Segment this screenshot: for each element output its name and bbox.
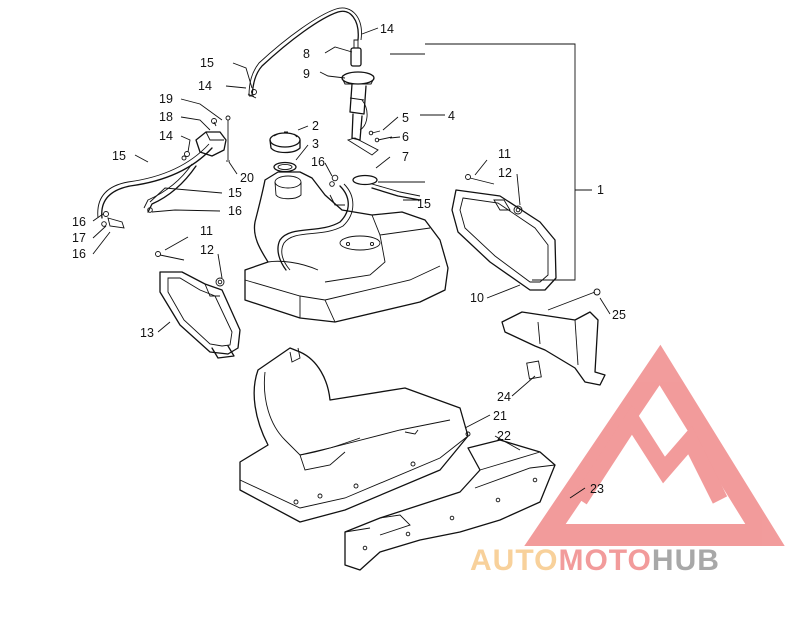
watermark-text: AUTOMOTOHUB (470, 544, 720, 577)
callout-2: 2 (312, 119, 319, 133)
callout-21: 21 (493, 409, 507, 423)
watermark-hub: HUB (652, 544, 720, 577)
cap-gasket (273, 161, 297, 173)
callout-23: 23 (590, 482, 604, 496)
callout-16-middle: 16 (228, 204, 242, 218)
callout-12-right: 12 (498, 166, 512, 180)
mount-bracket (501, 288, 606, 386)
callout-17: 17 (72, 231, 86, 245)
callout-12-left: 12 (200, 243, 214, 257)
callout-15-left: 15 (112, 149, 126, 163)
callout-11-left: 11 (200, 224, 213, 238)
callout-15-right: 15 (417, 197, 431, 211)
callout-13: 13 (140, 326, 154, 340)
callout-15-top: 15 (200, 56, 214, 70)
callout-19: 19 (159, 92, 173, 106)
screws (368, 130, 393, 143)
callout-14-upper-left: 14 (198, 79, 212, 93)
vent-valve (181, 115, 231, 162)
watermark-moto: MOTO (558, 544, 651, 577)
watermark-logo-icon (524, 344, 785, 546)
fuel-tank (244, 171, 449, 323)
callout-1: 1 (597, 183, 604, 197)
callout-22: 22 (497, 429, 511, 443)
fuel-pump-assembly (341, 39, 379, 156)
callout-11-right: 11 (498, 147, 511, 161)
callout-16-far-left-top: 16 (72, 215, 86, 229)
gasket-o-ring (352, 174, 378, 186)
callout-15-middle: 15 (228, 186, 242, 200)
filler-cap (269, 131, 301, 154)
callout-8: 8 (303, 47, 310, 61)
callout-16-far-left-bottom: 16 (72, 247, 86, 261)
callout-20: 20 (240, 171, 254, 185)
callout-14-left: 14 (159, 129, 173, 143)
leader-lines (92, 27, 611, 499)
callout-25: 25 (612, 308, 626, 322)
callout-4: 4 (448, 109, 455, 123)
assembly-bracket (378, 43, 592, 281)
left-tank-strap (155, 251, 241, 359)
callout-24: 24 (497, 390, 511, 404)
callout-3: 3 (312, 137, 319, 151)
callout-6: 6 (402, 130, 409, 144)
hose-clamps (101, 89, 339, 229)
callout-5: 5 (402, 111, 409, 125)
callout-labels: 14 8 9 15 14 19 18 14 15 2 3 5 4 6 7 16 … (72, 22, 626, 496)
callout-10: 10 (470, 291, 484, 305)
callout-9: 9 (303, 67, 310, 81)
right-tank-strap (451, 174, 557, 291)
watermark-auto: AUTO (470, 544, 558, 577)
callout-7: 7 (402, 150, 409, 164)
callout-18: 18 (159, 110, 173, 124)
callout-16-center: 16 (311, 155, 325, 169)
seat-base (239, 347, 471, 523)
fuel-hoses (97, 7, 421, 271)
skid-plate (344, 439, 556, 571)
svg-text:AUTOMOTOHUB: AUTOMOTOHUB (470, 544, 720, 577)
callout-14-top: 14 (380, 22, 394, 36)
